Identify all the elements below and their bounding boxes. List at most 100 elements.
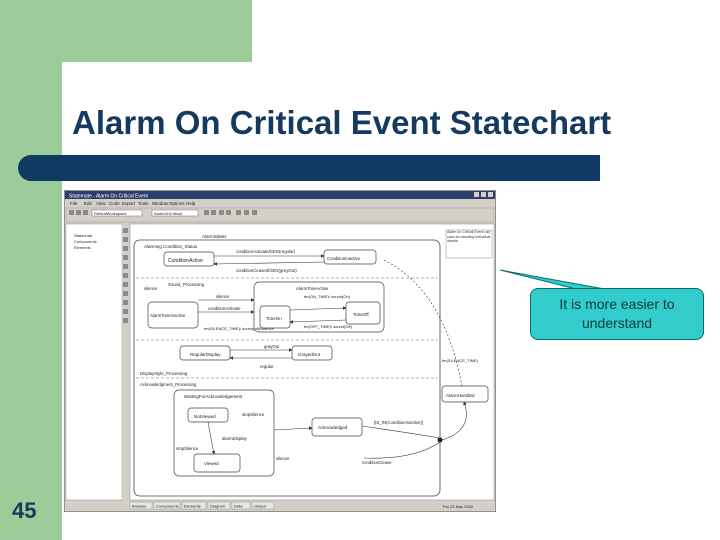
window-title: Statemate - Alarm On Critical Event <box>69 194 149 200</box>
tone-on-label: ToneOn <box>266 316 282 321</box>
tone-off-state[interactable] <box>345 301 381 325</box>
diagram-canvas[interactable] <box>129 223 495 501</box>
diagram-tool-icon[interactable] <box>123 246 128 251</box>
bottom-tab-label: Elements <box>184 504 201 509</box>
diagram-tool-icon[interactable] <box>123 228 128 233</box>
bottom-tab[interactable] <box>231 501 251 510</box>
bottom-tab-label: Browser <box>132 504 147 509</box>
diagram-tool-icon[interactable] <box>123 309 128 314</box>
diagram-tool-icon[interactable] <box>123 318 128 323</box>
toolbar-icon[interactable] <box>204 210 209 215</box>
toolbar-icon[interactable] <box>226 210 231 215</box>
diagram-tool-icon[interactable] <box>123 237 128 242</box>
transition-label: tm(OFF_TIME)/ sound(Off) <box>304 324 353 329</box>
alarm-tone-active-state[interactable] <box>253 281 385 333</box>
waiting-ack-state[interactable] <box>173 389 275 477</box>
display-style-label: DisplayStyle_Processing <box>140 371 188 376</box>
transition-label: [IS_IN(ConditionInactive)] <box>374 420 423 425</box>
diagram-tool-icon[interactable] <box>123 300 128 305</box>
menu-item[interactable]: Window <box>152 201 169 206</box>
tree-item[interactable]: Components <box>74 239 97 244</box>
alarm-handled-label: AlarmHandled <box>446 393 475 398</box>
bottom-tab[interactable] <box>153 501 181 510</box>
not-viewed-label: NotViewed <box>194 414 216 419</box>
regular-display-label: RegularDisplay <box>190 352 221 357</box>
bottom-tab-label: Diagram <box>210 504 226 509</box>
condition-connector[interactable] <box>437 437 443 443</box>
acknowledged-label: Acknowledged <box>318 425 348 430</box>
toolbar-icon[interactable] <box>83 210 88 215</box>
bottom-tab[interactable] <box>207 501 231 510</box>
toolbar-icon[interactable] <box>219 210 224 215</box>
toolbar-icon[interactable] <box>244 210 249 215</box>
note-text: Alarm on Critical Event use case for han… <box>447 230 491 243</box>
callout-box: It is more easier to understand <box>530 288 704 340</box>
condition-active-state[interactable] <box>163 251 215 267</box>
alarm-states-state[interactable] <box>133 239 441 497</box>
tree-item[interactable]: Statechart <box>74 233 93 238</box>
toolbar-icon[interactable] <box>211 210 216 215</box>
bottom-tab[interactable] <box>181 501 207 510</box>
transition-label: silence <box>144 286 158 291</box>
viewed-label: Viewed <box>204 461 219 466</box>
bottom-tab[interactable] <box>251 501 275 510</box>
title-underline-bar <box>18 155 600 181</box>
transition-label: tm(SILENCE_TIME) <box>442 358 479 363</box>
menu-item[interactable]: Export <box>122 201 136 206</box>
diagram-tool-icon[interactable] <box>123 255 128 260</box>
tree-item[interactable]: Elements <box>74 245 91 250</box>
alarm-tone-active-label: AlarmToneActive <box>296 286 329 291</box>
tone-on-state[interactable] <box>259 305 291 329</box>
alarm-states-label: AlarmStates <box>202 234 227 239</box>
bottom-tab[interactable] <box>129 501 153 510</box>
close-button[interactable] <box>488 192 493 197</box>
waiting-ack-label: WaitingForAcknowledgement <box>184 394 243 399</box>
chart-combo[interactable] <box>151 209 199 217</box>
condition-inactive-label: ConditionInactive <box>327 256 361 261</box>
regular-display-state[interactable] <box>179 345 231 361</box>
statechart-screenshot: Statemate - Alarm On Critical Event File… <box>64 190 496 512</box>
status-text: Thu 23 May 2002 <box>442 504 474 509</box>
green-accent-left <box>0 0 62 540</box>
workspace-combo-value: DefaultWorkspace <box>94 211 127 216</box>
diagram-tool-icon[interactable] <box>123 264 128 269</box>
transition-label: stopSilence <box>176 446 199 451</box>
alarm-tone-inactive-label: AlarmToneInactive <box>150 313 186 318</box>
toolbar-icon[interactable] <box>252 210 257 215</box>
menu-item[interactable]: Tools <box>138 201 149 206</box>
transition-label: stopSilence <box>242 412 265 417</box>
menu-item[interactable]: Help <box>186 201 196 206</box>
minimize-button[interactable] <box>474 192 479 197</box>
menu-item[interactable]: Edit <box>84 201 93 206</box>
transition-label: tm(ON_TIME)/ sound(On) <box>304 294 351 299</box>
alarm-tone-inactive-state[interactable] <box>147 301 199 329</box>
transition-label: conditionActivate/GEN(regular) <box>236 249 296 254</box>
grayed-out-state[interactable] <box>291 345 333 361</box>
slide-title: Alarm On Critical Event Statechart <box>72 104 612 141</box>
menu-item[interactable]: Options <box>169 201 185 206</box>
diagram-tool-icon[interactable] <box>123 282 128 287</box>
toolbar-icon[interactable] <box>76 210 81 215</box>
menu-item[interactable]: File <box>70 201 78 206</box>
bottom-tab-label: Output <box>254 504 267 509</box>
chart-combo-value: AlarmOnCritical <box>154 211 182 216</box>
menu-item[interactable]: View <box>96 201 106 206</box>
bottom-tab-label: Data <box>234 504 243 509</box>
transition-label: alarmDisplay <box>222 436 248 441</box>
maximize-button[interactable] <box>481 192 486 197</box>
alarming-condition-label: Alarming Condition_Status <box>144 244 198 249</box>
workspace-combo[interactable] <box>91 209 143 217</box>
menu-item[interactable]: Code <box>109 201 120 206</box>
toolbar-icon[interactable] <box>69 210 74 215</box>
tree-panel <box>65 223 123 501</box>
toolbar-icon[interactable] <box>236 210 241 215</box>
viewed-state[interactable] <box>193 453 241 473</box>
transition-label: silence <box>276 456 290 461</box>
diagram-tool-icon[interactable] <box>123 273 128 278</box>
note-box[interactable] <box>445 229 493 259</box>
slide-number: 45 <box>12 498 37 523</box>
diagram-tool-icon[interactable] <box>123 291 128 296</box>
transition-label: tm(SILENCE_TIME)/ sound(off)/silence <box>204 326 275 331</box>
grayed-out-label: GrayedOut <box>298 352 321 357</box>
transition-label: conditionActivate <box>208 306 241 311</box>
